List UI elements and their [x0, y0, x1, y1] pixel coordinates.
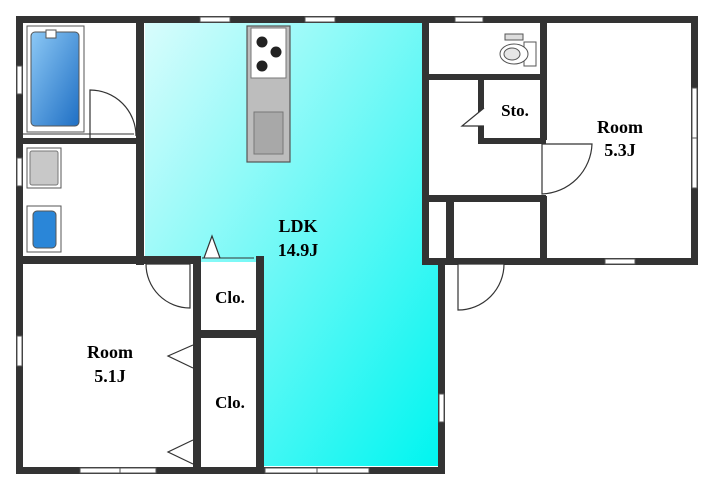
- toilet-icon: [499, 33, 537, 67]
- kitchen-counter-icon: [246, 25, 291, 163]
- doors: [89, 89, 593, 465]
- windows: [16, 16, 698, 474]
- ldk-floor: [145, 22, 438, 466]
- room-left-name-label: Room: [87, 342, 133, 362]
- room-right-size-label: 5.3J: [604, 140, 636, 160]
- room-right-name-label: Room: [597, 117, 643, 137]
- wash-basin-icon: [26, 205, 62, 253]
- ldk-name-label: LDK: [278, 216, 317, 236]
- washing-machine-icon: [26, 147, 62, 189]
- ldk-size-label: 14.9J: [278, 240, 319, 260]
- kitchen-sink-icon: [253, 111, 284, 155]
- storage-label: Sto.: [501, 101, 529, 120]
- stove-burner-icon: [256, 36, 268, 48]
- room-left-size-label: 5.1J: [94, 366, 126, 386]
- stove-burner-icon: [270, 46, 282, 58]
- stove-burner-icon: [256, 60, 268, 72]
- closet-upper-label: Clo.: [215, 288, 245, 307]
- bathtub-icon: [26, 25, 85, 133]
- closet-lower-label: Clo.: [215, 393, 245, 412]
- door-tracks: [20, 77, 538, 466]
